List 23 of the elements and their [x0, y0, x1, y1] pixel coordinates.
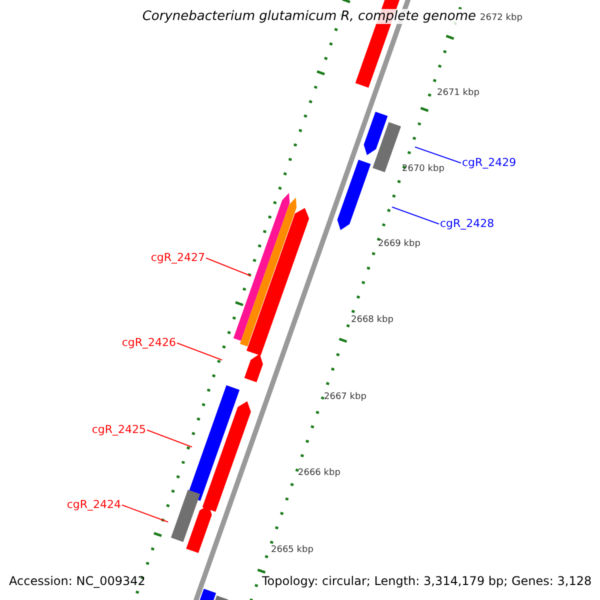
- gene-label: cgR_2425: [92, 423, 146, 436]
- tick-label: 2672 kbp: [480, 13, 522, 23]
- title: Corynebacterium glutamicum R, complete genome: [142, 9, 476, 24]
- leader-line: [146, 430, 192, 448]
- tick-label: 2666 kbp: [298, 468, 340, 478]
- tick-label: 2665 kbp: [271, 545, 314, 555]
- tick-label: 2671 kbp: [437, 88, 480, 98]
- leader-line: [206, 258, 252, 276]
- gene-label: cgR_2429: [462, 156, 516, 169]
- genome-summary: Topology: circular; Length: 3,314,179 bp; Genes: 3,128: [262, 574, 592, 588]
- gene-label: cgR_2428: [440, 217, 494, 230]
- leader-line: [176, 342, 222, 360]
- gene-label: cgR_2426: [122, 336, 176, 349]
- accession-text: Accession: NC_009342: [9, 574, 146, 588]
- tick-label: 2667 kbp: [324, 392, 366, 402]
- leader-line: [414, 146, 462, 164]
- leader-line: [392, 206, 440, 224]
- gene-label: cgR_2424: [66, 498, 121, 511]
- tick-label: 2669 kbp: [378, 239, 420, 249]
- gene-label: cgR_2427: [150, 251, 205, 264]
- tick-label: 2668 kbp: [351, 315, 394, 325]
- tick-label: 2670 kbp: [402, 164, 444, 174]
- leader-line: [122, 504, 168, 522]
